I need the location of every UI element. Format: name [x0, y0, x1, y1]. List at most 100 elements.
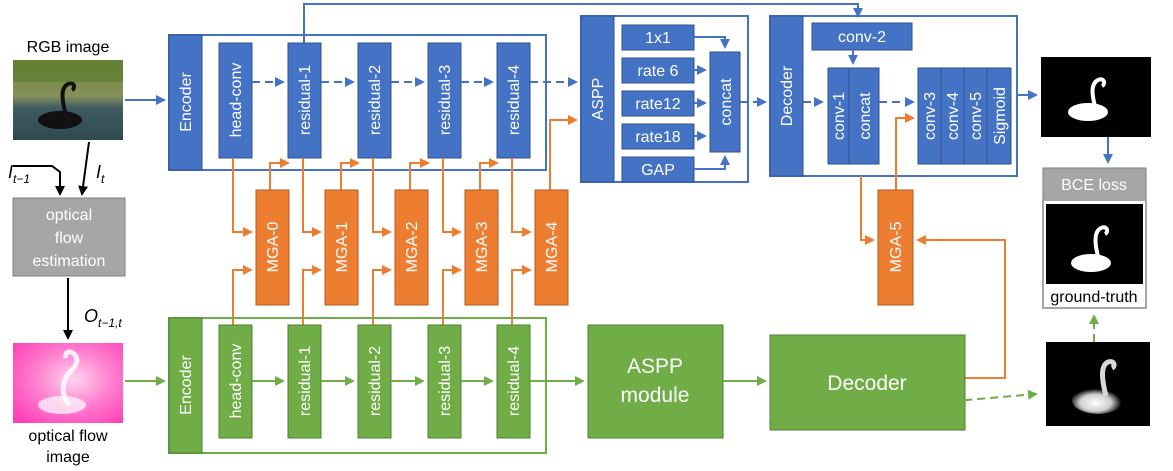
svg-text:residual-3: residual-3 — [437, 346, 454, 416]
mga0-in-bottom — [232, 265, 253, 325]
mga4-in-top — [511, 158, 532, 237]
optical-flow-image-label-1: optical flow — [28, 428, 108, 445]
mga1-out — [340, 158, 360, 190]
aspp-branch-rate18: rate18 — [621, 123, 695, 150]
decoder-conv-2: conv-2 — [811, 22, 913, 51]
mga0-out — [269, 158, 290, 190]
svg-text:residual-1: residual-1 — [297, 346, 314, 416]
aspp-concat: concat — [709, 51, 741, 153]
svg-text:GAP: GAP — [641, 162, 675, 179]
top-aspp-label-box — [580, 15, 615, 183]
svg-text:residual-2: residual-2 — [367, 65, 384, 135]
aspp-branch-1x1: 1x1 — [621, 24, 695, 51]
mga-1: MGA-1 — [324, 189, 359, 306]
svg-text:MGA-1: MGA-1 — [334, 222, 351, 273]
svg-text:MGA-3: MGA-3 — [474, 222, 491, 273]
optical-flow-image-label-2: image — [46, 449, 90, 466]
decoder-concat: concat — [848, 67, 880, 165]
svg-text:head-conv: head-conv — [228, 344, 245, 419]
svg-text:residual-3: residual-3 — [437, 65, 454, 135]
svg-text:rate18: rate18 — [635, 129, 680, 146]
bottom-residual-1: residual-1 — [287, 324, 322, 439]
top-residual-1: residual-1 — [287, 42, 322, 159]
top-encoder-label-box — [168, 34, 203, 171]
arrow-i-curr — [78, 141, 90, 196]
svg-text:rate 6: rate 6 — [638, 63, 679, 80]
svg-text:MGA-0: MGA-0 — [265, 222, 282, 273]
bce-loss-label: BCE loss — [1061, 177, 1127, 194]
svg-text:head-conv: head-conv — [228, 63, 245, 138]
mga-0: MGA-0 — [255, 189, 290, 306]
bottom-encoder-label: Encoder — [178, 355, 195, 415]
aspp-1x1-to-concat — [694, 36, 730, 49]
ground-truth-frame — [1042, 199, 1147, 309]
flow-estimation-line2: flow — [55, 230, 84, 247]
bottom-prediction-image — [1046, 342, 1150, 426]
svg-text:residual-1: residual-1 — [297, 65, 314, 135]
mga-2: MGA-2 — [394, 189, 429, 306]
mga-4: MGA-4 — [534, 189, 569, 306]
svg-text:MGA-4: MGA-4 — [544, 222, 561, 273]
ground-truth-image — [1046, 204, 1143, 284]
mga2-in-top — [372, 158, 392, 237]
bottom-decoder: Decoder — [769, 334, 966, 431]
mga1-in-bottom — [302, 265, 322, 325]
svg-text:MGA-5: MGA-5 — [888, 222, 905, 273]
bottom-encoder-label-box — [168, 317, 203, 454]
svg-text:1x1: 1x1 — [645, 30, 671, 47]
skip-residual1-to-decoder — [303, 3, 863, 43]
top-encoder-label: Encoder — [178, 72, 195, 132]
decoder-conv-3: conv-3 — [917, 67, 942, 165]
svg-text:conv-1: conv-1 — [831, 92, 848, 140]
optical-flow-estimation-box — [12, 197, 126, 277]
arrow-i-prev — [13, 165, 65, 196]
top-decoder-label: Decoder — [779, 65, 796, 126]
decoder-conv-4: conv-4 — [940, 67, 965, 165]
bottom-residual-3: residual-3 — [427, 324, 462, 439]
rgb-image — [13, 60, 123, 140]
decoder-conv-1: conv-1 — [827, 67, 850, 165]
svg-text:conv-2: conv-2 — [838, 29, 886, 46]
top-prediction-image — [1041, 57, 1151, 137]
mga5-out — [895, 113, 915, 190]
i-curr-label: It — [96, 162, 105, 186]
mga4-in-bottom — [511, 265, 532, 325]
mga3-in-top — [442, 158, 462, 237]
mga0-in-top — [232, 158, 253, 237]
svg-text:rate12: rate12 — [635, 96, 680, 113]
i-prev-label: It−1 — [8, 162, 30, 186]
bottom-decoder-to-prediction — [769, 389, 1038, 418]
bottom-head-conv: head-conv — [218, 324, 253, 439]
rgb-image-label: RGB image — [27, 39, 110, 56]
svg-text:Decoder: Decoder — [827, 372, 906, 395]
o-label: Ot−1,t — [84, 306, 122, 330]
top-decoder-label-box — [769, 15, 804, 177]
mga-3: MGA-3 — [464, 189, 499, 306]
mga4-out-to-aspp — [549, 115, 578, 190]
mga2-in-bottom — [372, 265, 392, 325]
top-aspp-label: ASPP — [590, 78, 607, 121]
mga3-in-bottom — [442, 265, 462, 325]
mga3-out — [479, 158, 499, 190]
svg-text:conv-5: conv-5 — [968, 92, 985, 140]
svg-text:residual-2: residual-2 — [367, 346, 384, 416]
mga1-in-top — [302, 158, 322, 237]
aspp-branch-rate12: rate12 — [621, 90, 695, 117]
ground-truth-label: ground-truth — [1050, 289, 1137, 306]
flow-estimation-line1: optical — [46, 207, 92, 224]
aspp-gap-to-concat — [694, 155, 730, 170]
svg-text:conv-4: conv-4 — [945, 92, 962, 140]
svg-text:ASPP: ASPP — [627, 355, 683, 378]
bottom-aspp-module: ASPP module — [587, 324, 724, 439]
bottom-residual-4: residual-4 — [496, 324, 531, 439]
svg-text:conv-3: conv-3 — [922, 92, 939, 140]
svg-text:concat: concat — [718, 78, 735, 126]
svg-text:Sigmoid: Sigmoid — [992, 87, 1009, 145]
mga2-out — [409, 158, 430, 190]
mga5-in-top — [860, 176, 875, 245]
svg-text:residual-4: residual-4 — [506, 65, 523, 135]
top-residual-3: residual-3 — [427, 42, 462, 159]
decoder-sigmoid: Sigmoid — [986, 67, 1012, 165]
flow-estimation-line3: estimation — [33, 253, 106, 270]
top-residual-4: residual-4 — [496, 42, 531, 159]
